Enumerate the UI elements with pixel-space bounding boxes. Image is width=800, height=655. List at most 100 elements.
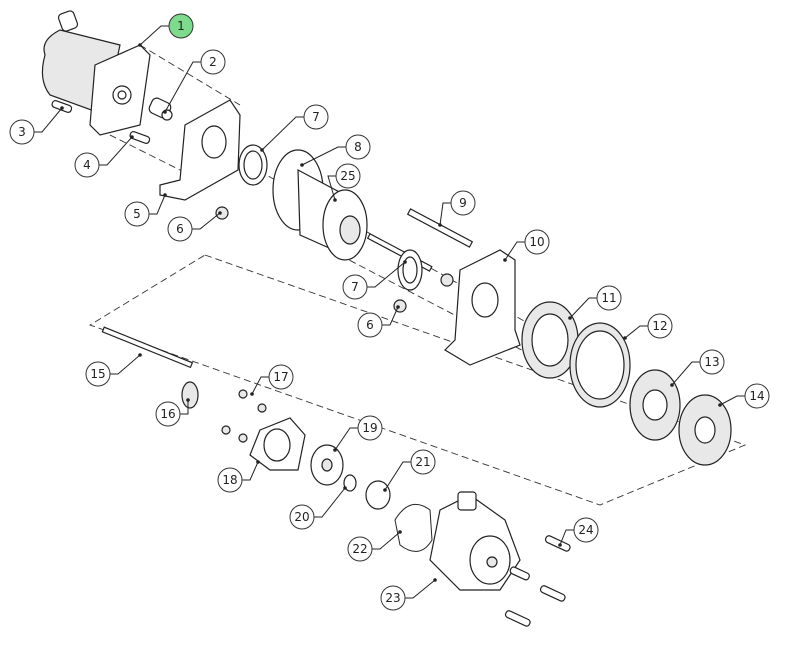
callout-17: 17 — [250, 364, 294, 396]
callout-number: 14 — [749, 389, 764, 403]
callout-circle — [524, 229, 550, 255]
leader-line — [314, 487, 346, 518]
callout-1: 1 — [138, 13, 194, 47]
callout-number: 17 — [273, 370, 288, 384]
motor — [41, 10, 151, 136]
leader-arrow — [256, 460, 260, 464]
nut — [215, 206, 229, 220]
callout-group: 1234567825910761112131415161718192021222… — [9, 13, 770, 611]
callout-3: 3 — [9, 106, 64, 145]
leader-line — [671, 361, 700, 386]
callout-circle — [168, 13, 194, 39]
leader-arrow — [396, 305, 400, 309]
leader-arrow — [433, 578, 437, 582]
leader-line — [559, 529, 574, 546]
callout-number: 22 — [352, 542, 367, 556]
callout-11: 11 — [568, 285, 622, 320]
callout-6: 6 — [167, 211, 222, 242]
leader-line — [384, 461, 411, 491]
callout-circle — [357, 312, 383, 338]
callout-number: 2 — [209, 55, 217, 69]
leader-line — [180, 400, 189, 415]
callout-circle — [289, 504, 315, 530]
callout-number: 4 — [83, 158, 91, 172]
callout-circle — [9, 119, 35, 145]
leader-arrow — [260, 148, 264, 152]
leader-arrow — [383, 488, 387, 492]
callout-24: 24 — [558, 517, 599, 547]
leader-arrow — [670, 383, 674, 387]
bushing — [238, 144, 268, 186]
callout-circle — [380, 585, 406, 611]
drum — [272, 149, 368, 261]
callout-number: 13 — [704, 355, 719, 369]
callout-number: 11 — [601, 291, 616, 305]
callout-circle — [85, 361, 111, 387]
callout-7: 7 — [342, 260, 407, 300]
leader-arrow — [623, 336, 627, 340]
callout-13: 13 — [670, 349, 725, 387]
callout-number: 6 — [176, 222, 184, 236]
leader-arrow — [163, 110, 167, 114]
leader-line — [367, 261, 406, 288]
callout-10: 10 — [503, 229, 550, 262]
leader-line — [372, 531, 401, 550]
callout-circle — [155, 401, 181, 427]
callout-18: 18 — [217, 460, 260, 493]
leader-arrow — [186, 398, 190, 402]
leader-line — [110, 354, 141, 375]
housing-bolts — [504, 535, 571, 627]
callout-circle — [268, 364, 294, 390]
callout-15: 15 — [85, 353, 142, 387]
callout-19: 19 — [333, 415, 383, 452]
callout-5: 5 — [124, 193, 167, 227]
callout-circle — [573, 517, 599, 543]
callout-number: 16 — [160, 407, 175, 421]
callout-circle — [357, 415, 383, 441]
callout-8: 8 — [300, 134, 371, 167]
leader-arrow — [218, 211, 222, 215]
callout-14: 14 — [718, 383, 770, 409]
callout-number: 7 — [351, 280, 359, 294]
callout-number: 8 — [354, 140, 362, 154]
leader-line — [569, 297, 597, 319]
callout-number: 10 — [529, 235, 544, 249]
callout-number: 24 — [578, 523, 593, 537]
callout-circle — [217, 467, 243, 493]
leader-line — [242, 461, 259, 481]
callout-12: 12 — [623, 313, 673, 340]
callout-circle — [167, 216, 193, 242]
leader-line — [719, 395, 745, 406]
o-ring — [394, 503, 433, 552]
callout-circle — [647, 313, 673, 339]
callout-number: 21 — [415, 455, 430, 469]
spring-disc — [365, 480, 391, 510]
callout-4: 4 — [74, 135, 134, 178]
callout-circle — [200, 49, 226, 75]
callout-number: 20 — [294, 510, 309, 524]
leader-arrow — [60, 106, 64, 110]
motor-end-bracket — [159, 99, 241, 201]
callout-number: 18 — [222, 473, 237, 487]
screws — [221, 389, 267, 443]
callout-circle — [596, 285, 622, 311]
callout-number: 12 — [652, 319, 667, 333]
leader-arrow — [138, 353, 142, 357]
callout-22: 22 — [347, 530, 402, 562]
callout-2: 2 — [163, 49, 226, 114]
planetary-gears — [521, 301, 732, 466]
coupler — [148, 97, 173, 121]
leader-line — [261, 116, 304, 151]
callout-circle — [342, 274, 368, 300]
leader-line — [139, 25, 169, 46]
leader-line — [251, 376, 269, 395]
callout-number: 5 — [133, 207, 141, 221]
callout-21: 21 — [383, 449, 436, 492]
callout-number: 9 — [459, 196, 467, 210]
callout-circle — [345, 134, 371, 160]
leader-line — [34, 107, 63, 133]
callout-circle — [335, 163, 361, 189]
callout-number: 7 — [312, 110, 320, 124]
